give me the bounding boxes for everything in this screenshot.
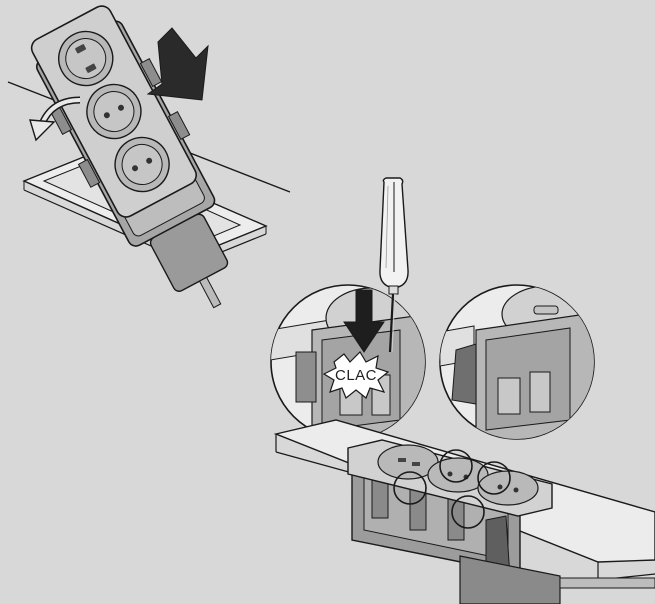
tilted-socket-block xyxy=(30,5,229,309)
rotate-arrow-icon xyxy=(29,96,81,142)
clac-burst: CLAC xyxy=(322,351,390,399)
highlight-circle xyxy=(451,495,485,529)
highlight-circle xyxy=(477,461,511,495)
push-down-arrow-icon xyxy=(146,27,209,101)
outlet-3 xyxy=(114,136,170,193)
highlight-circle xyxy=(439,449,473,483)
clac-callout-text: CLAC xyxy=(335,367,377,384)
clip-press-arrow-icon xyxy=(343,289,385,353)
outlet-1 xyxy=(58,30,114,87)
highlight-circle xyxy=(393,471,427,505)
outlet-2 xyxy=(86,83,142,140)
installed-outlet-2 xyxy=(427,457,489,493)
detail-circle-clip-locked xyxy=(439,284,595,440)
installed-outlet-3 xyxy=(477,470,539,506)
installed-socket-plate xyxy=(347,439,553,517)
highlight-circles xyxy=(393,449,511,529)
step1-insertion-view xyxy=(7,5,291,309)
screwdriver-tool xyxy=(379,177,409,353)
step3-installed-view xyxy=(273,419,655,604)
detail-circle-clip-action: CLAC xyxy=(270,284,426,440)
